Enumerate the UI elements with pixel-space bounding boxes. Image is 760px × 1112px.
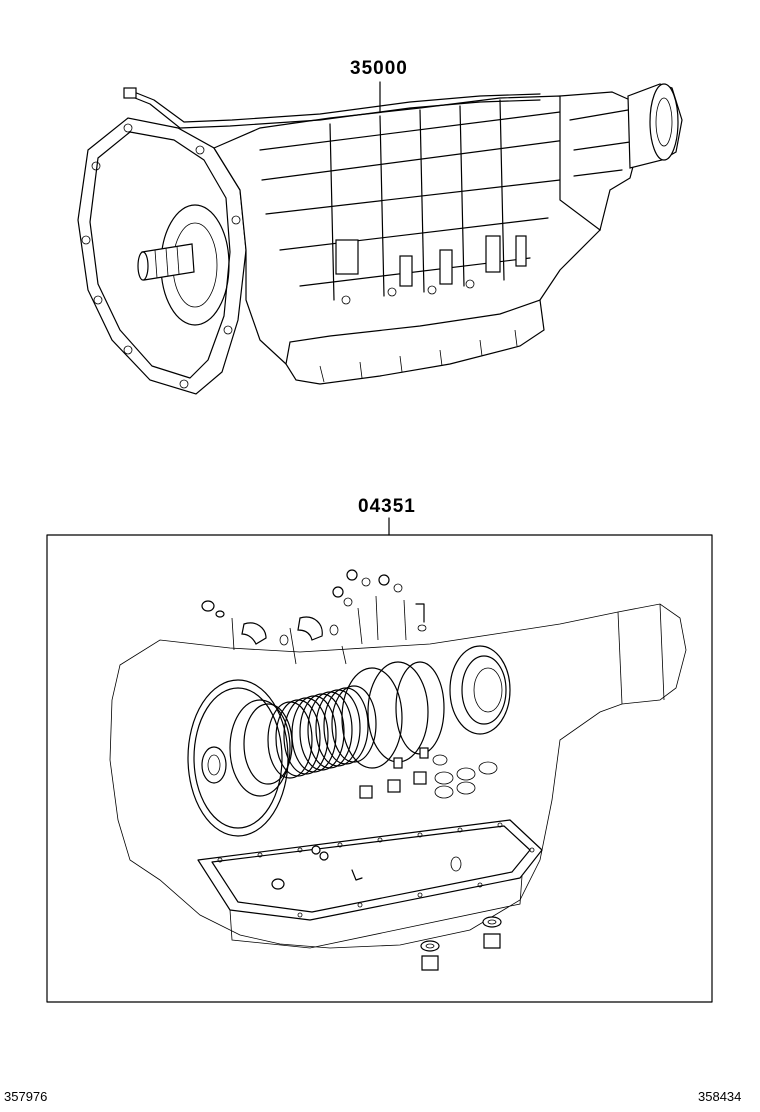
gasket-kit-drawing	[46, 517, 713, 1003]
footer-code-right: 358434	[698, 1089, 742, 1104]
footer-code-left: 357976	[4, 1089, 48, 1104]
kit-frame	[46, 534, 713, 1003]
part-number-04351: 04351	[358, 496, 416, 517]
transmission-assembly-drawing	[77, 81, 683, 395]
part-number-35000: 35000	[350, 58, 408, 79]
